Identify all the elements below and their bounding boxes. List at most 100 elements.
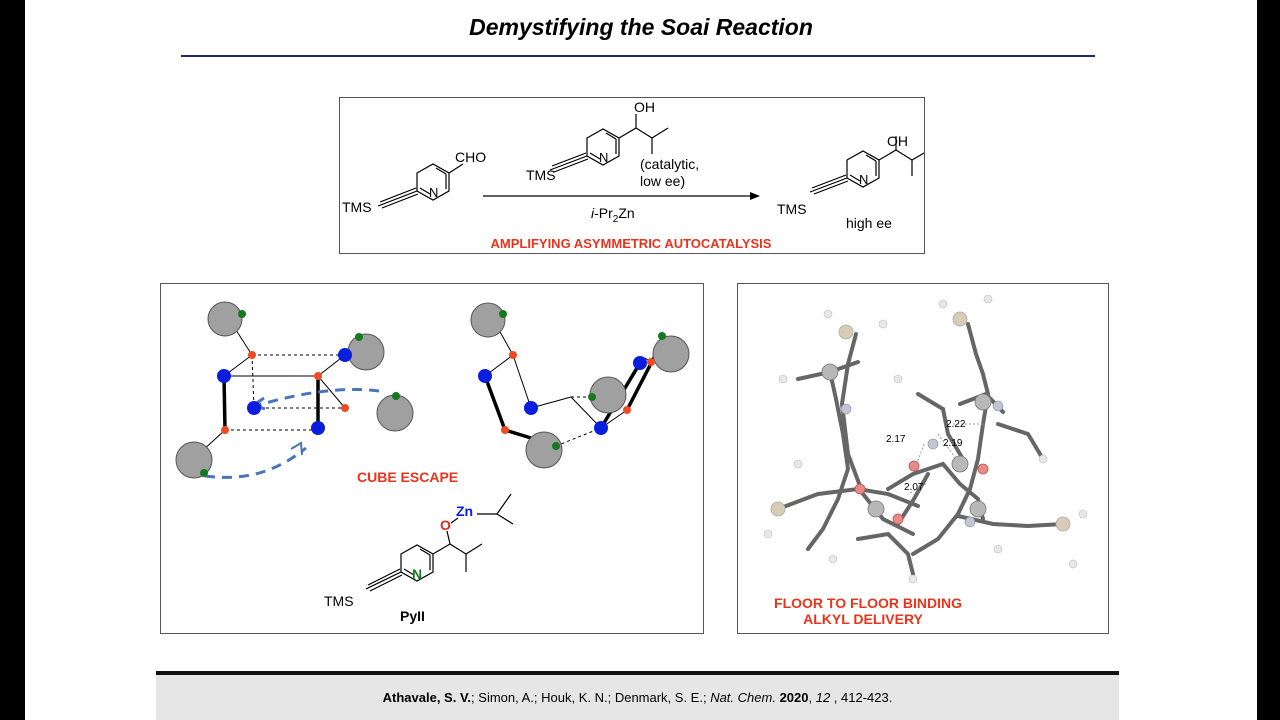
product-tms-label: TMS — [777, 201, 807, 217]
zinc-atom — [633, 356, 647, 370]
oxygen-atom — [623, 406, 631, 414]
substrate-alkyne — [377, 190, 418, 207]
nitrogen-atom — [588, 393, 596, 401]
nitrogen-atom — [200, 469, 208, 477]
open-ligand — [470, 302, 506, 338]
atom-oxygen — [977, 463, 989, 475]
oxygen-atom — [341, 404, 349, 412]
zinc-atom — [524, 401, 538, 415]
distance-label: 2.19 — [943, 438, 963, 449]
atom-silicon — [1055, 516, 1071, 532]
lower-escape-arrow — [204, 446, 307, 479]
atom-nitrogen — [840, 403, 852, 415]
product-oh-label: OH — [887, 133, 908, 149]
scheme-caption: AMPLIFYING ASYMMETRIC AUTOCATALYSIS — [491, 236, 772, 251]
atom-oxygen — [892, 513, 904, 525]
product-ee-label: high ee — [846, 215, 892, 231]
oxygen-atom — [509, 351, 517, 359]
nitrogen-atom — [392, 392, 400, 400]
cube-ligand — [175, 441, 213, 479]
catalyst-note-line2: low ee) — [640, 173, 685, 189]
open-ligand — [525, 431, 563, 469]
zinc-atom — [478, 369, 492, 383]
nitrogen-atom — [355, 333, 363, 341]
oxygen-atom — [221, 426, 229, 434]
transition-state-model: 2.22 2.17 2.19 2.07 FLOOR TO FLOOR BINDI… — [763, 294, 1088, 627]
distance-label: 2.07 — [904, 482, 924, 493]
substrate-n-label: N — [429, 185, 438, 200]
catalyst-n-label: N — [599, 150, 608, 165]
ts-caption-line2: ALKYL DELIVERY — [803, 611, 923, 627]
oxygen-atom — [501, 426, 509, 434]
atom-hydrogen — [778, 374, 788, 384]
atom-oxygen — [854, 483, 866, 495]
substrate-cho-label: CHO — [455, 149, 486, 165]
open-ligand — [652, 335, 690, 373]
atom-hydrogen — [828, 554, 838, 564]
pyii-oxygen: O — [440, 517, 451, 533]
footer-rule — [156, 671, 1119, 675]
atom-hydrogen — [878, 319, 888, 329]
cube-escape-caption: CUBE ESCAPE — [357, 469, 458, 485]
nitrogen-atom — [552, 442, 560, 450]
oxygen-atom — [314, 372, 322, 380]
citation-authors: ; Simon, A.; Houk, K. N.; Denmark, S. E.… — [471, 690, 711, 705]
atom-hydrogen — [908, 574, 918, 584]
cube-ligand — [376, 394, 414, 432]
atom-oxygen — [908, 460, 920, 472]
atom-hydrogen — [1068, 559, 1078, 569]
nitrogen-atom — [238, 310, 246, 318]
transition-state-panel: 2.22 2.17 2.19 2.07 FLOOR TO FLOOR BINDI… — [737, 283, 1109, 634]
atom-hydrogen — [1078, 509, 1088, 519]
pyii-tms: TMS — [324, 593, 354, 609]
atom-nitrogen — [927, 438, 939, 450]
distance-label: 2.17 — [886, 434, 906, 445]
atom-zinc — [821, 363, 839, 381]
atom-hydrogen — [938, 299, 948, 309]
atom-silicon — [952, 311, 968, 327]
cube-ligand — [207, 301, 243, 337]
atom-hydrogen — [793, 459, 803, 469]
cube-escape-panel: CUBE ESCAPE O Zn — [160, 283, 704, 634]
catalyst-note-line1: (catalytic, — [640, 156, 699, 172]
cube-escape-diagram: CUBE ESCAPE O Zn — [175, 301, 690, 624]
atom-silicon — [838, 324, 854, 340]
citation-journal: Nat. Chem. — [710, 690, 776, 705]
reaction-scheme-panel: CHO N TMS OH N TMS (catalytic, low ee) i… — [339, 97, 925, 254]
nitrogen-atom — [499, 310, 507, 318]
cube-ligand — [347, 333, 385, 371]
atom-hydrogen — [823, 309, 833, 319]
atom-hydrogen — [983, 294, 993, 304]
nitrogen-atom — [658, 332, 666, 340]
citation-footer: Athavale, S. V.; Simon, A.; Houk, K. N.;… — [156, 675, 1119, 720]
atom-hydrogen — [1038, 454, 1048, 464]
atom-hydrogen — [893, 374, 903, 384]
reaction-arrow-head — [750, 192, 760, 200]
title-rule — [181, 55, 1095, 57]
atom-zinc — [969, 500, 987, 518]
pyii-structure — [365, 493, 514, 592]
zinc-atom — [311, 421, 325, 435]
reaction-scheme: CHO N TMS OH N TMS (catalytic, low ee) i… — [342, 99, 925, 251]
pyii-zinc: Zn — [456, 503, 473, 519]
atom-zinc — [951, 455, 969, 473]
catalyst-oh-label: OH — [634, 99, 655, 115]
ts-caption-line1: FLOOR TO FLOOR BINDING — [774, 595, 962, 611]
citation-first-author: Athavale, S. V. — [382, 690, 472, 705]
citation-volume: 12 — [815, 690, 831, 705]
catalyst-tms-label: TMS — [526, 167, 556, 183]
atom-silicon — [770, 501, 786, 517]
reagent-label: i-Pr2Zn — [591, 205, 635, 225]
product-n-label: N — [859, 172, 868, 187]
zinc-atom — [247, 401, 261, 415]
zinc-atom — [594, 421, 608, 435]
citation-year: 2020 — [779, 690, 809, 705]
atom-zinc — [974, 393, 992, 411]
atom-zinc — [867, 500, 885, 518]
oxygen-atom — [647, 358, 655, 366]
oxygen-atom — [248, 351, 256, 359]
citation-pages: , 412-423. — [830, 690, 893, 705]
substrate-cho-bond — [448, 163, 464, 174]
upper-escape-arrow — [258, 388, 380, 407]
slide-title: Demystifying the Soai Reaction — [469, 14, 813, 40]
